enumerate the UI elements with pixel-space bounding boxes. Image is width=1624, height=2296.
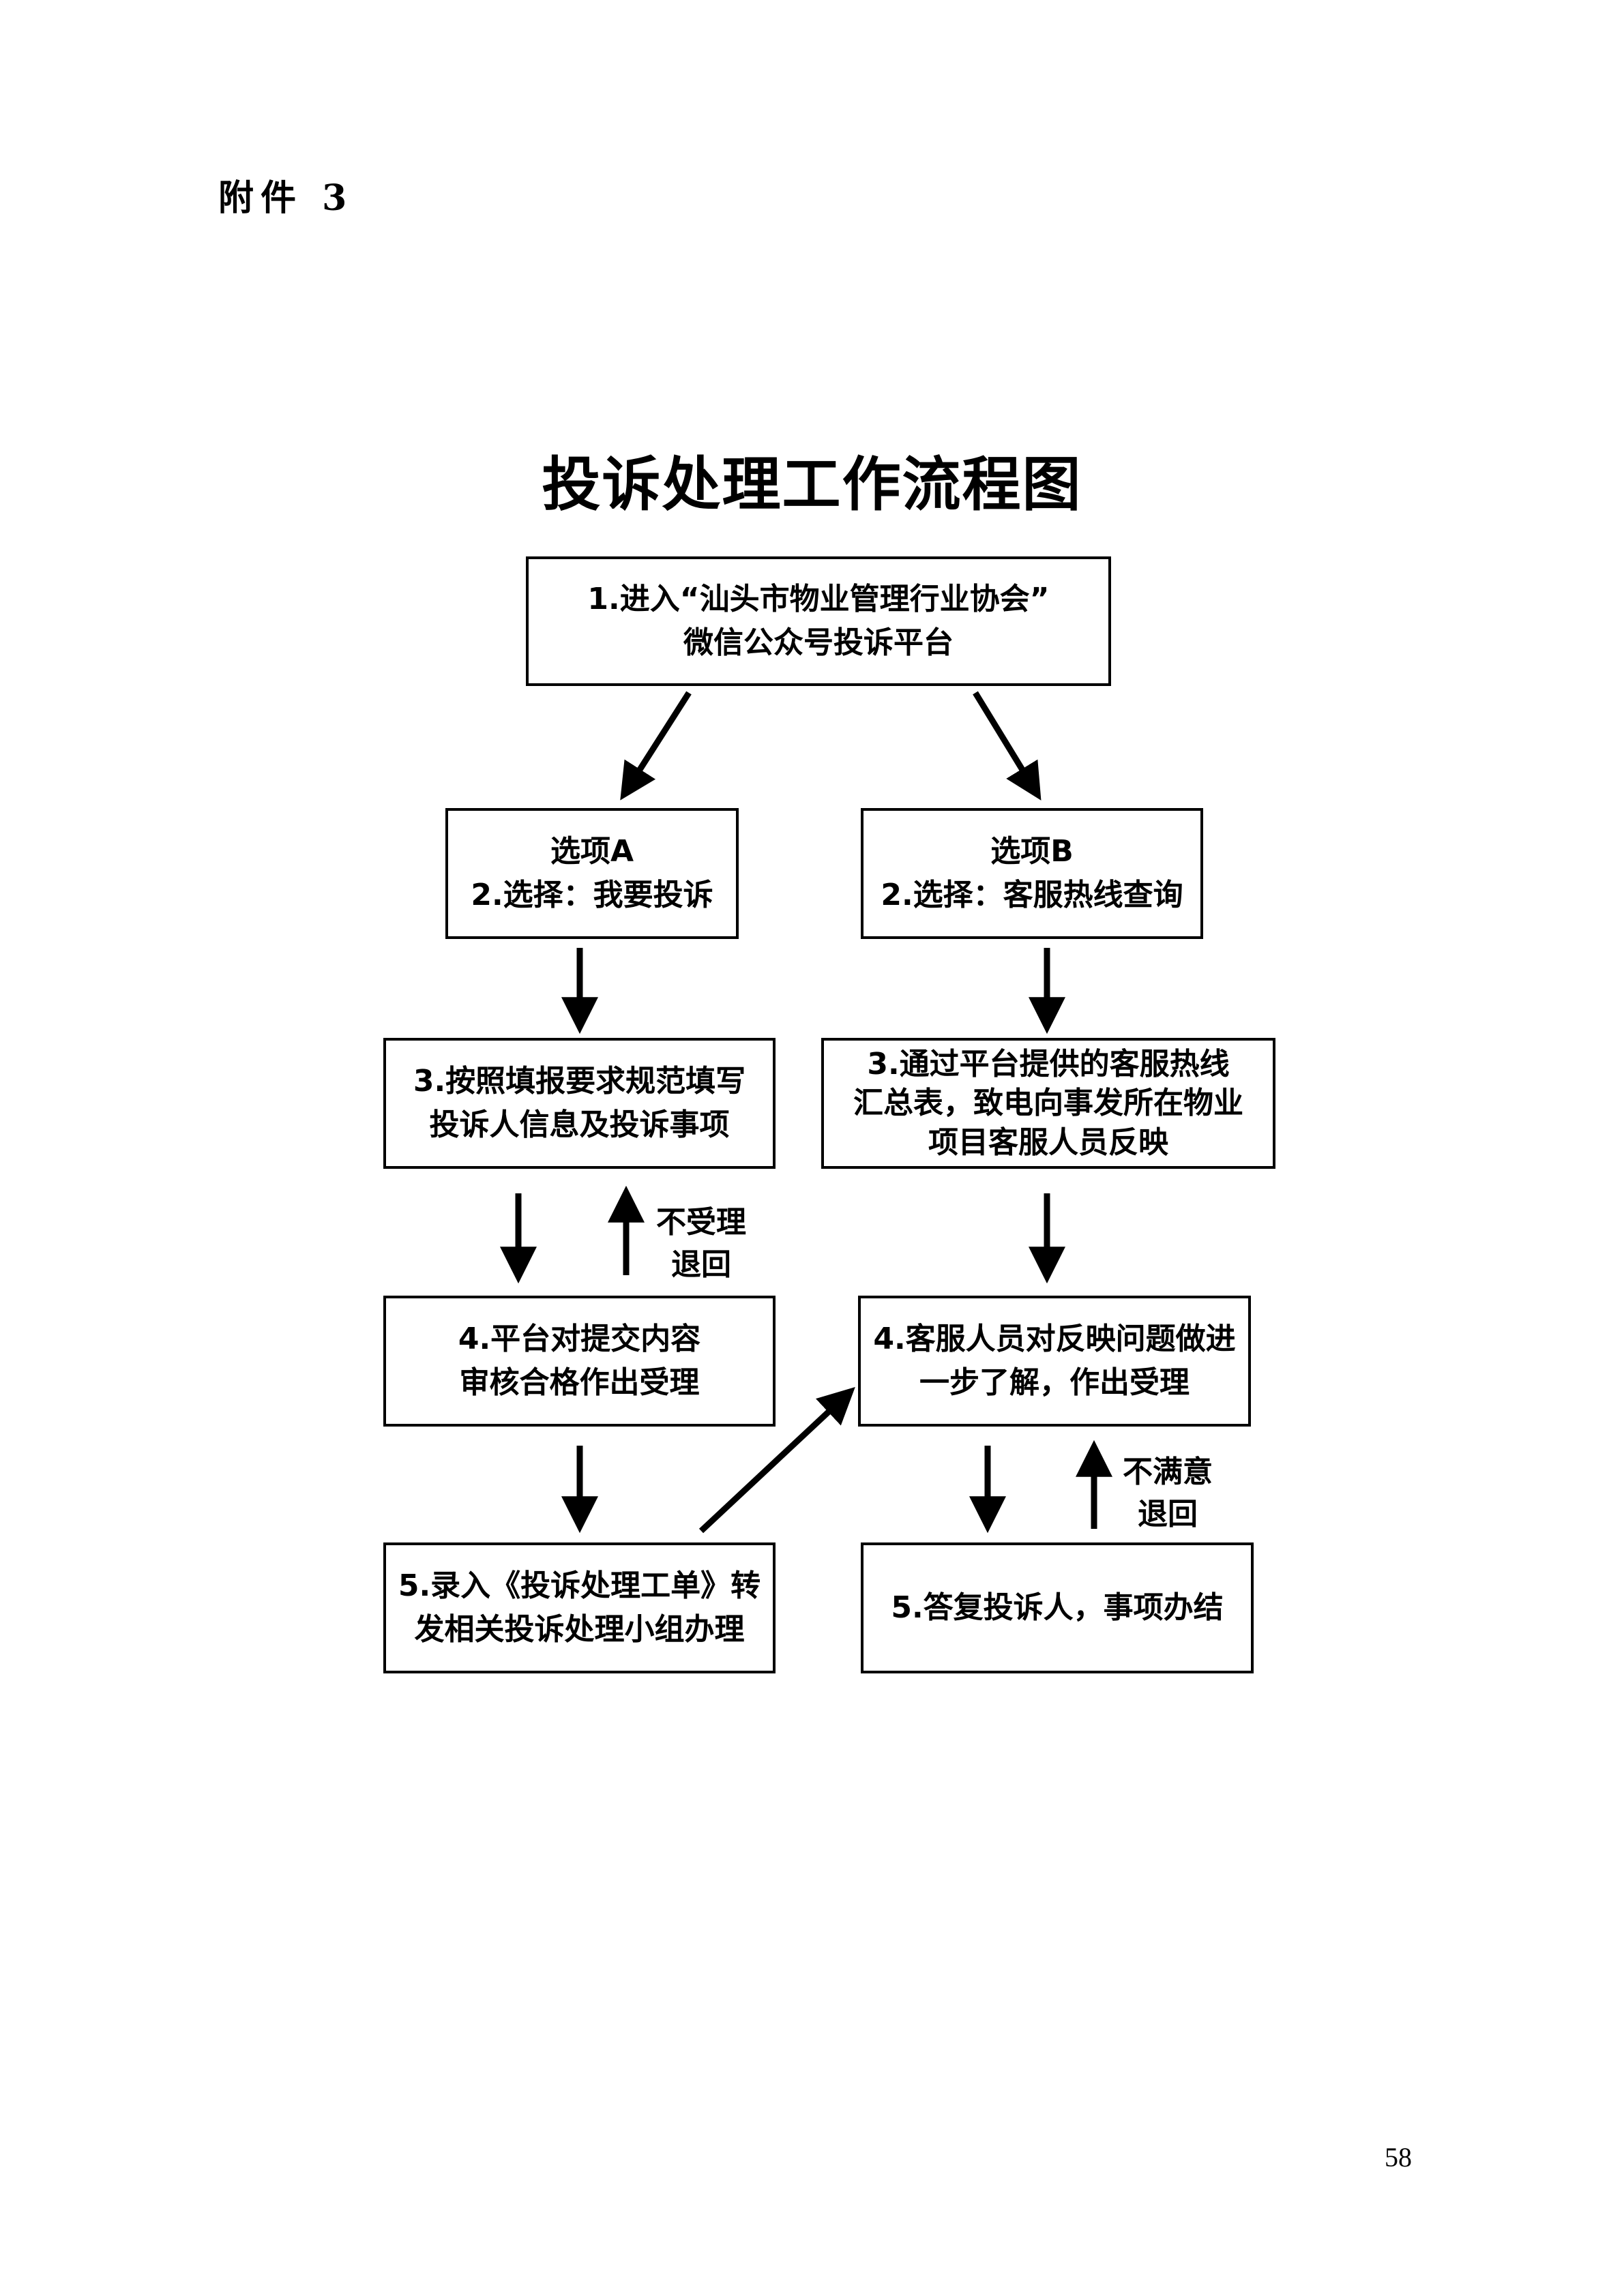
node-b4-line-1: 4.客服人员对反映问题做进 bbox=[873, 1322, 1236, 1357]
node-b4-line-2: 一步了解，作出受理 bbox=[919, 1365, 1190, 1400]
label-reject-return-line-2: 退回 bbox=[671, 1247, 731, 1282]
arrow-start-to-optionB bbox=[973, 691, 1042, 801]
label-reject-return: 不受理 退回 bbox=[656, 1202, 746, 1285]
node-a3: 3.按照填报要求规范填写 投诉人信息及投诉事项 bbox=[383, 1038, 776, 1169]
node-b3: 3.通过平台提供的客服热线 汇总表，致电向事发所在物业 项目客服人员反映 bbox=[821, 1038, 1275, 1169]
node-start-line-2: 微信公众号投诉平台 bbox=[683, 625, 954, 660]
node-option-a-line-1: 选项A bbox=[550, 834, 634, 869]
arrow-start-to-optionA bbox=[620, 691, 692, 801]
node-start-line-1: 1.进入“汕头市物业管理行业协会” bbox=[587, 582, 1050, 617]
node-b3-line-3: 项目客服人员反映 bbox=[928, 1124, 1168, 1160]
node-a5-line-2: 发相关投诉处理小组办理 bbox=[414, 1612, 745, 1647]
node-a5-line-1: 5.录入《投诉处理工单》转 bbox=[398, 1568, 761, 1604]
node-option-b-line-1: 选项B bbox=[990, 834, 1074, 869]
node-b5: 5.答复投诉人，事项办结 bbox=[861, 1542, 1254, 1673]
node-b3-line-1: 3.通过平台提供的客服热线 bbox=[867, 1047, 1230, 1082]
attachment-label: 附件 3 bbox=[218, 177, 354, 219]
label-reject-return-line-1: 不受理 bbox=[656, 1205, 746, 1240]
node-a4-line-2: 审核合格作出受理 bbox=[459, 1365, 700, 1400]
node-option-b: 选项B 2.选择：客服热线查询 bbox=[861, 808, 1203, 939]
node-a4: 4.平台对提交内容 审核合格作出受理 bbox=[383, 1296, 776, 1427]
node-option-a: 选项A 2.选择：我要投诉 bbox=[445, 808, 739, 939]
label-unsatisfied-return: 不满意 退回 bbox=[1123, 1451, 1213, 1535]
label-unsatisfied-return-line-2: 退回 bbox=[1138, 1496, 1198, 1532]
node-a3-line-2: 投诉人信息及投诉事项 bbox=[429, 1107, 730, 1142]
node-a5: 5.录入《投诉处理工单》转 发相关投诉处理小组办理 bbox=[383, 1542, 776, 1673]
page-number: 58 bbox=[1385, 2142, 1412, 2173]
label-unsatisfied-return-line-1: 不满意 bbox=[1123, 1455, 1213, 1489]
node-start: 1.进入“汕头市物业管理行业协会” 微信公众号投诉平台 bbox=[526, 556, 1111, 686]
node-b5-line-1: 5.答复投诉人，事项办结 bbox=[891, 1590, 1224, 1626]
node-option-b-line-2: 2.选择：客服热线查询 bbox=[881, 878, 1183, 912]
arrow-a5-to-b4 bbox=[698, 1386, 855, 1534]
node-b4: 4.客服人员对反映问题做进 一步了解，作出受理 bbox=[858, 1296, 1251, 1427]
node-b3-line-2: 汇总表，致电向事发所在物业 bbox=[853, 1086, 1243, 1121]
node-a4-line-1: 4.平台对提交内容 bbox=[458, 1322, 701, 1357]
flowchart-title: 投诉处理工作流程图 bbox=[542, 451, 1082, 519]
node-a3-line-1: 3.按照填报要求规范填写 bbox=[413, 1064, 746, 1099]
node-option-a-line-2: 2.选择：我要投诉 bbox=[471, 878, 713, 912]
